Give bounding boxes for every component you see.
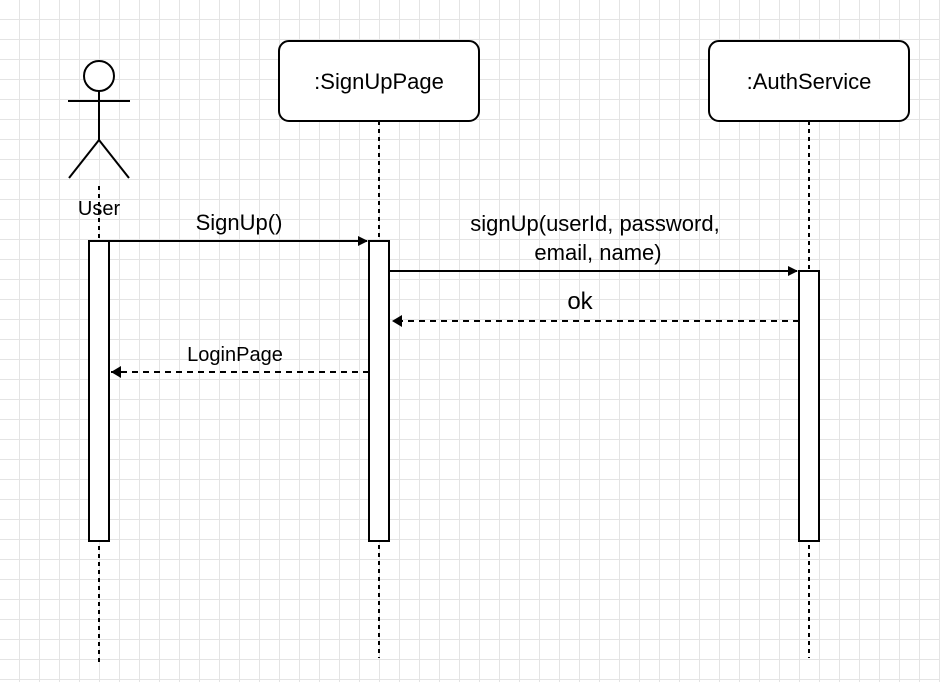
actor-label: User — [78, 198, 121, 220]
message-ok-return: ok — [392, 288, 799, 327]
message-signup: SignUp() — [109, 210, 368, 246]
participant-auth-service: :AuthService — [708, 40, 910, 122]
activation-user — [88, 240, 110, 542]
participant-box — [708, 40, 910, 122]
participant-signup-page: :SignUpPage — [278, 40, 480, 122]
activation-auth-service — [798, 270, 820, 542]
actor-head — [83, 60, 115, 92]
message-label: SignUp() — [196, 210, 283, 235]
activation-signup-page — [368, 240, 390, 542]
participant-label: :AuthService — [747, 69, 872, 94]
actor-left-leg — [68, 139, 100, 179]
message-label-line-2: email, name) — [534, 240, 661, 265]
message-label: LoginPage — [187, 344, 283, 366]
participant-box — [278, 40, 480, 122]
message-loginpage-return: LoginPage — [111, 344, 369, 378]
message-label-line-1: signUp(userId, password, — [470, 211, 719, 236]
participant-label: :SignUpPage — [314, 69, 444, 94]
message-label: ok — [567, 288, 593, 315]
actor-user: User — [68, 60, 130, 220]
actor-right-leg — [98, 139, 130, 179]
message-auth-signup: signUp(userId, password, email, name) — [389, 211, 798, 276]
